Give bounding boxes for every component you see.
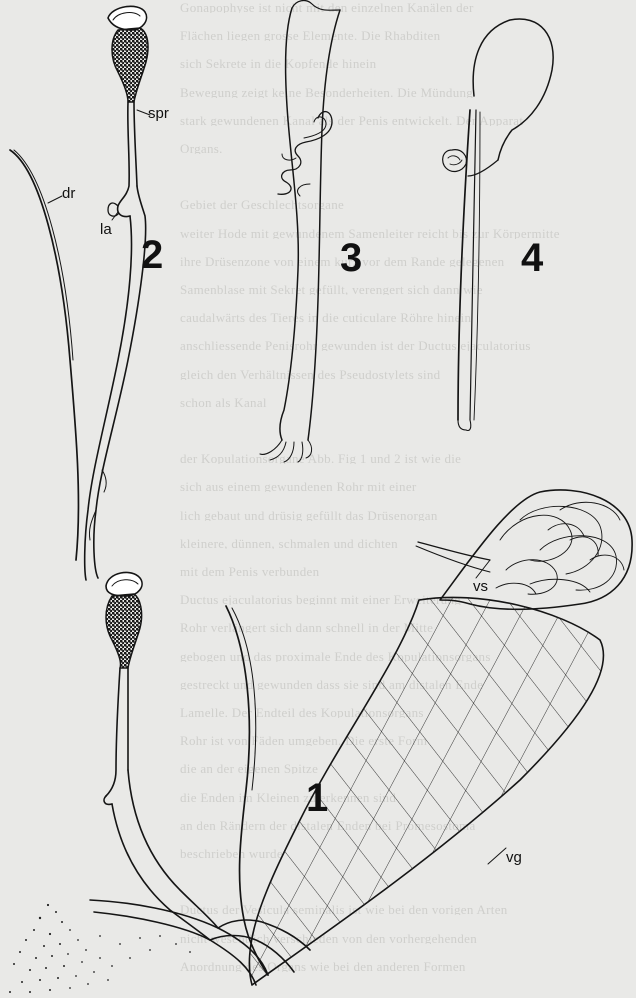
figure-3-drawing (260, 1, 340, 462)
label-la: la (100, 222, 112, 237)
figure-label-3: 3 (340, 238, 362, 278)
figure-2-drawing (10, 6, 150, 580)
figure-label-1: 1 (306, 778, 328, 818)
label-spr: spr (148, 106, 169, 121)
figure-label-2: 2 (141, 235, 163, 275)
figure-1-drawing (9, 490, 632, 998)
figure-label-4: 4 (521, 238, 543, 278)
figure-4-drawing (443, 19, 554, 430)
label-dr: dr (62, 186, 75, 201)
label-vs: vs (473, 579, 488, 594)
label-vg: vg (506, 850, 522, 865)
